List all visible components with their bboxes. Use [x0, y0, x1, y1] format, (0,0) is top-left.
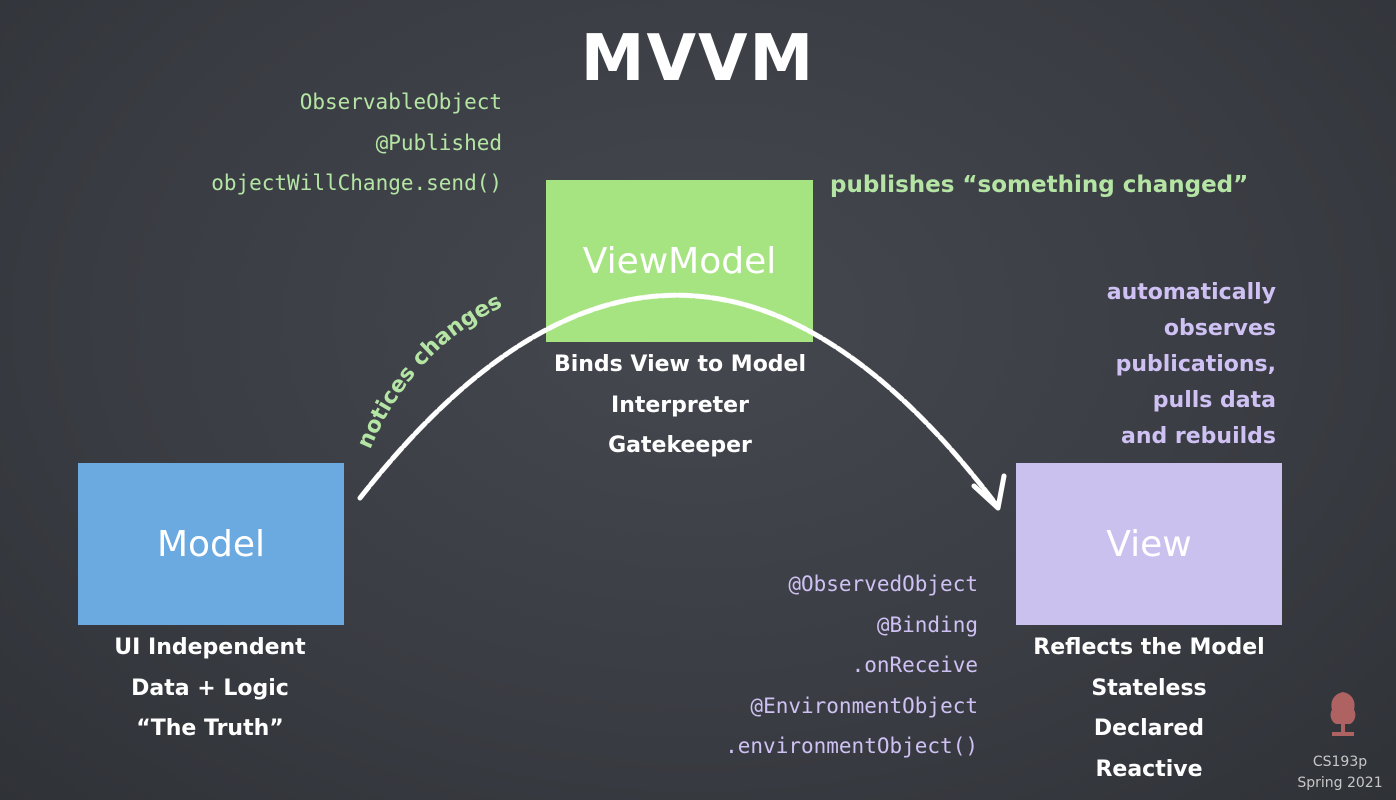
viewmodel-api-list: ObservableObject @Published objectWillCh… — [130, 82, 502, 204]
viewmodel-trait: Binds View to Model — [553, 352, 807, 377]
observes-line: pulls data — [1152, 388, 1276, 413]
viewmodel-traits: Binds View to Model Interpreter Gatekeep… — [520, 345, 840, 467]
course-term: Spring 2021 — [1297, 775, 1383, 791]
view-box: View — [1016, 463, 1282, 625]
observes-line: observes — [1163, 316, 1276, 341]
view-traits: Reflects the Model Stateless Declared Re… — [1000, 628, 1298, 790]
observes-line: and rebuilds — [1120, 424, 1276, 449]
api-object-will-change: objectWillChange.send() — [211, 171, 502, 195]
model-box: Model — [78, 463, 344, 625]
observes-line: automatically — [1106, 280, 1276, 305]
view-observes-note: automatically observes publications, pul… — [1040, 275, 1276, 455]
view-trait: Declared — [1093, 716, 1205, 741]
model-traits: UI Independent Data + Logic “The Truth” — [60, 628, 360, 750]
arrow-head — [971, 473, 1007, 511]
course-name: CS193p — [1312, 754, 1368, 770]
observes-line: publications, — [1115, 352, 1276, 377]
viewmodel-trait: Gatekeeper — [608, 433, 752, 458]
course-footer: CS193p Spring 2021 — [1290, 752, 1390, 794]
view-label: View — [1106, 523, 1192, 565]
model-trait: Data + Logic — [131, 675, 289, 701]
view-trait: Reflects the Model — [1033, 635, 1265, 660]
model-trait: “The Truth” — [136, 716, 284, 741]
api-binding: @Binding — [876, 612, 978, 637]
publishes-note: publishes “something changed” — [830, 172, 1249, 198]
model-label: Model — [156, 523, 266, 565]
view-api-list: @ObservedObject @Binding .onReceive @Env… — [640, 564, 978, 767]
diagram-title: MVVM — [580, 22, 816, 96]
view-trait: Stateless — [1091, 675, 1207, 701]
api-observable-object: ObservableObject — [299, 90, 502, 114]
api-environment-object-modifier: .environmentObject() — [725, 734, 978, 758]
stanford-tree-icon — [1326, 690, 1360, 738]
api-on-receive: .onReceive — [851, 653, 978, 677]
api-published: @Published — [375, 130, 502, 155]
stanford-tree-svg — [1330, 692, 1356, 736]
arrow-curve — [357, 292, 998, 506]
model-trait: UI Independent — [114, 635, 306, 660]
viewmodel-label: ViewModel — [582, 240, 777, 282]
view-trait: Reactive — [1095, 756, 1203, 782]
viewmodel-trait: Interpreter — [611, 392, 749, 418]
api-observed-object: @ObservedObject — [788, 572, 978, 596]
api-environment-object: @EnvironmentObject — [750, 693, 978, 718]
